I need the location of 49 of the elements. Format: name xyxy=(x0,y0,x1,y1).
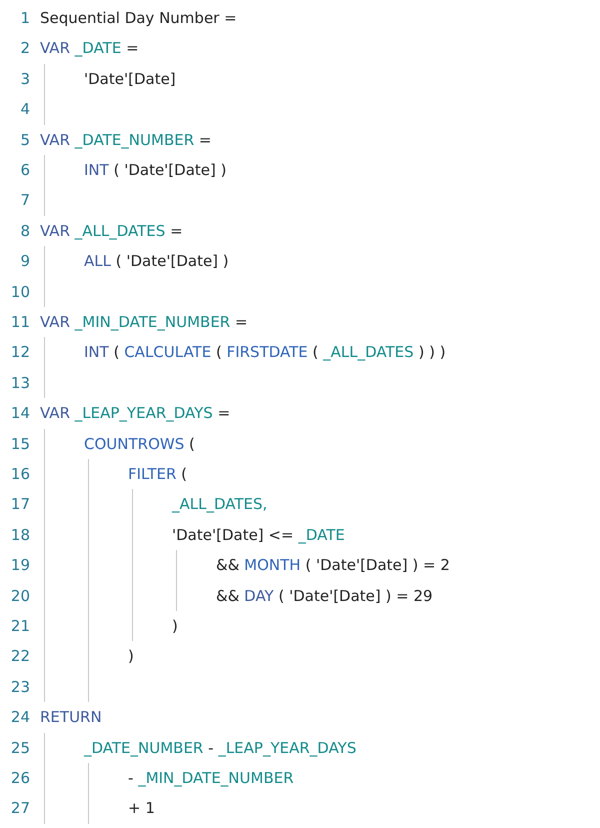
line-number: 2 xyxy=(19,38,30,58)
line-number: 16 xyxy=(10,464,30,484)
line-number: 21 xyxy=(10,616,30,636)
line-number: 9 xyxy=(19,251,30,272)
line-number: 11 xyxy=(10,312,30,332)
code-line: _DATE_NUMBER - _LEAP_YEAR_DAYS xyxy=(84,738,356,758)
code-line: _ALL_DATES, xyxy=(172,494,268,514)
line-number: 8 xyxy=(19,220,30,241)
code-line: COUNTROWS ( xyxy=(84,434,195,454)
code-line: ) xyxy=(128,646,134,666)
code-line: && MONTH ( 'Date'[Date] ) = 2 xyxy=(216,555,450,576)
line-number: 6 xyxy=(19,160,30,180)
code-line: INT ( CALCULATE ( FIRSTDATE ( _ALL_DATES ) ) ) xyxy=(84,342,446,362)
code-line: FILTER ( xyxy=(128,464,188,484)
code-line: Sequential Day Number = xyxy=(40,8,237,28)
code-line: VAR _ALL_DATES = xyxy=(40,220,183,241)
line-number: 19 xyxy=(10,555,30,576)
line-number: 7 xyxy=(19,190,30,210)
line-number: 3 xyxy=(19,68,30,89)
code-line: VAR _LEAP_YEAR_DAYS = xyxy=(40,403,230,424)
line-number: 14 xyxy=(10,403,30,424)
line-number: 10 xyxy=(10,282,30,302)
line-number: 1 xyxy=(19,8,30,28)
code-line: ALL ( 'Date'[Date] ) xyxy=(84,251,229,272)
code-line: + 1 xyxy=(128,798,155,818)
line-number: 15 xyxy=(10,434,30,454)
code-line: VAR _DATE_NUMBER = xyxy=(40,130,212,150)
line-number: 18 xyxy=(10,524,30,545)
code-line: RETURN xyxy=(40,707,102,728)
code-line: INT ( 'Date'[Date] ) xyxy=(84,160,226,180)
line-number: 13 xyxy=(10,372,30,393)
line-number: 12 xyxy=(10,342,30,362)
line-number: 4 xyxy=(19,99,30,120)
line-number: 23 xyxy=(10,676,30,697)
line-number: 5 xyxy=(19,130,30,150)
code-line: VAR _MIN_DATE_NUMBER = xyxy=(40,312,248,332)
code-line: 'Date'[Date] xyxy=(84,68,176,89)
line-number: 24 xyxy=(10,707,30,728)
code-line: - _MIN_DATE_NUMBER xyxy=(128,768,294,788)
code-line: ) xyxy=(172,616,178,636)
line-number: 22 xyxy=(10,646,30,666)
code-line: && DAY ( 'Date'[Date] ) = 29 xyxy=(216,586,433,606)
line-number: 26 xyxy=(10,768,30,788)
code-line: 'Date'[Date] <= _DATE xyxy=(172,524,345,545)
code-line: VAR _DATE = xyxy=(40,38,139,58)
line-number: 20 xyxy=(10,586,30,606)
line-number: 25 xyxy=(10,738,30,758)
line-number: 27 xyxy=(10,798,30,818)
line-number: 17 xyxy=(10,494,30,514)
